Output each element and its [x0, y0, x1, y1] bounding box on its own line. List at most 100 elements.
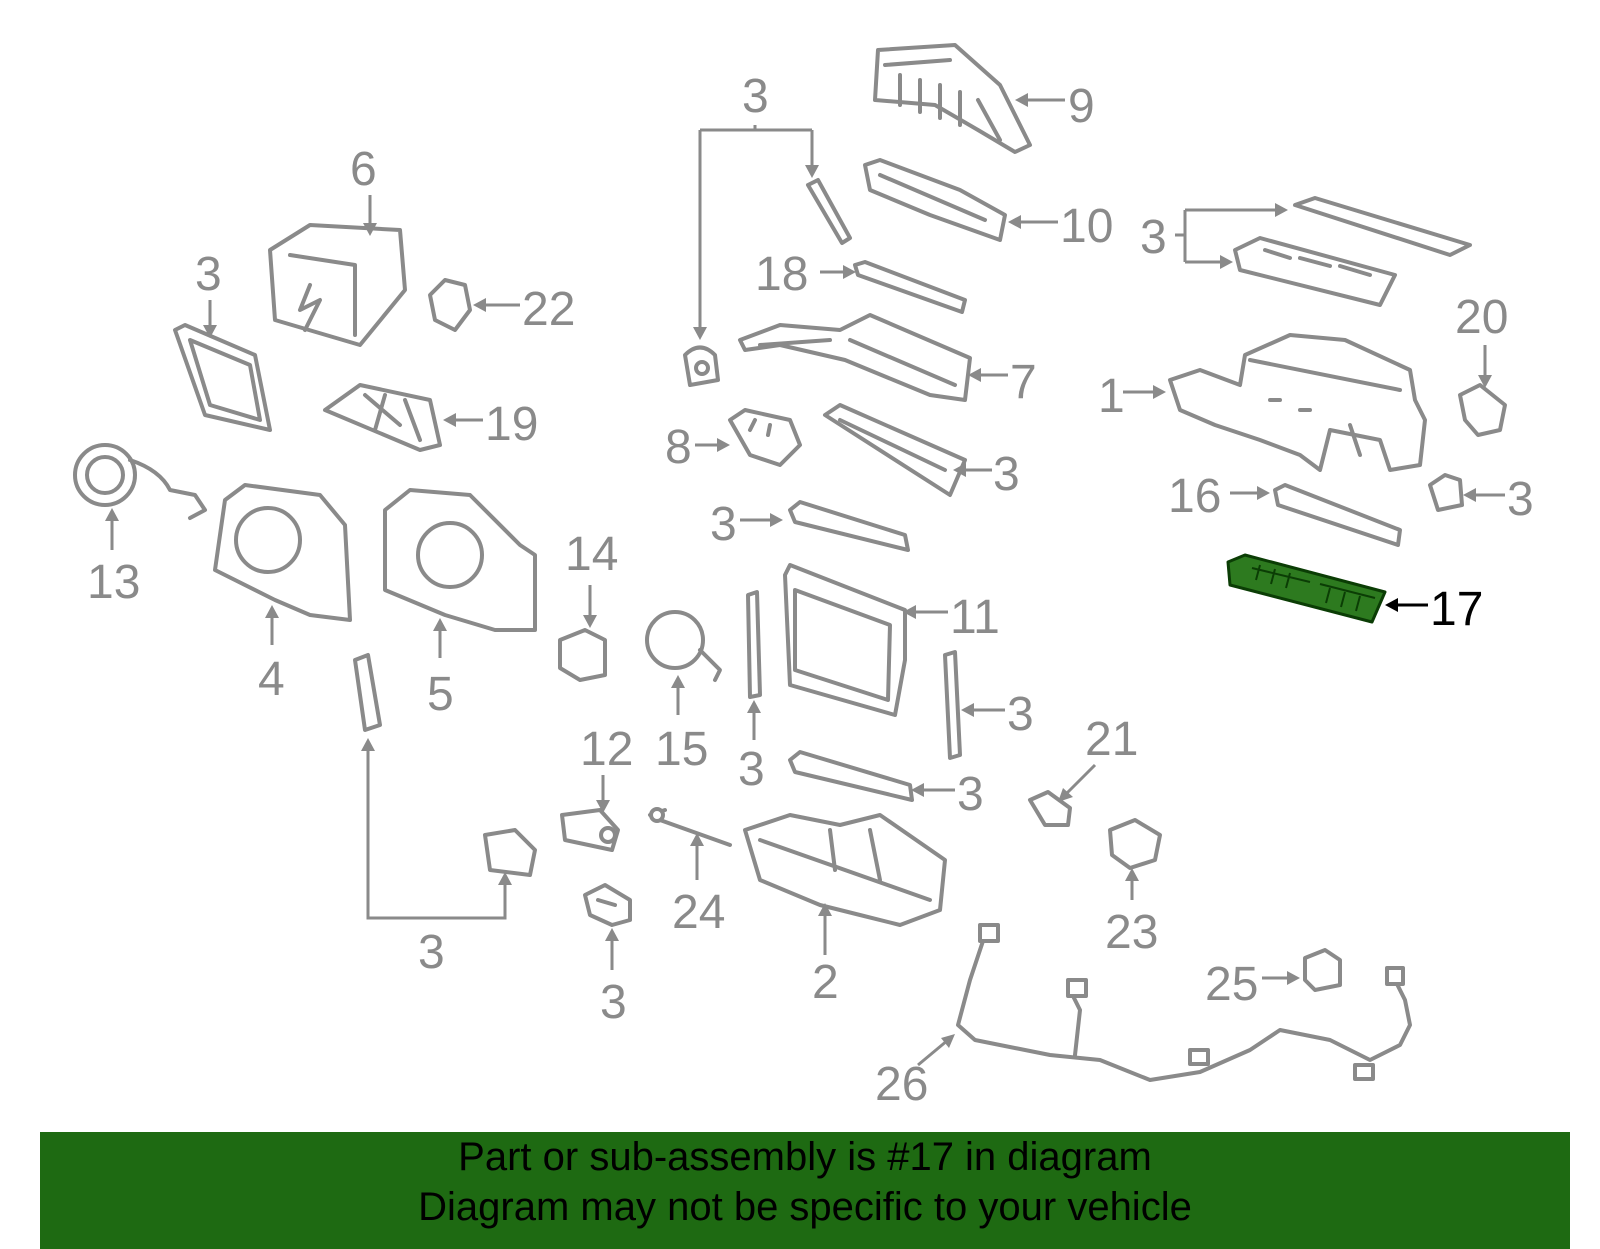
- svg-text:6: 6: [350, 143, 377, 196]
- callout-5: 5: [427, 618, 454, 721]
- callout-8: 8: [665, 421, 730, 474]
- svg-text:15: 15: [655, 723, 708, 776]
- part-3-cover-right[interactable]: [1293, 196, 1472, 257]
- part-16-seal[interactable]: [1273, 483, 1402, 547]
- svg-text:3: 3: [1507, 473, 1534, 526]
- svg-text:4: 4: [258, 653, 285, 706]
- svg-text:26: 26: [875, 1058, 928, 1111]
- part-3-grommet-lower[interactable]: [483, 828, 537, 877]
- part-7-heater-core[interactable]: [738, 313, 972, 402]
- part-3-strip-vertical-left[interactable]: [746, 590, 762, 699]
- svg-text:24: 24: [672, 886, 725, 939]
- callout-22: 22: [473, 283, 575, 336]
- svg-text:3: 3: [600, 976, 627, 1029]
- part-20-sensor[interactable]: [1458, 383, 1507, 437]
- svg-text:1: 1: [1098, 370, 1125, 423]
- part-17-highlighted[interactable]: [1226, 553, 1387, 624]
- svg-text:17: 17: [1430, 583, 1483, 636]
- svg-text:3: 3: [1007, 688, 1034, 741]
- part-2-lower-case[interactable]: [743, 813, 947, 927]
- svg-text:7: 7: [1010, 356, 1037, 409]
- svg-text:3: 3: [195, 248, 222, 301]
- part-13-blower-motor[interactable]: [73, 443, 207, 520]
- callout-3-strip-left: 3: [738, 700, 765, 796]
- callout-15: 15: [655, 675, 708, 776]
- part-8-actuator[interactable]: [728, 408, 802, 467]
- svg-text:16: 16: [1168, 470, 1221, 523]
- part-4-blower-housing[interactable]: [213, 483, 352, 622]
- part-21-switch[interactable]: [1028, 790, 1072, 827]
- part-24-bolt[interactable]: [648, 807, 732, 847]
- part-3-seal-center[interactable]: [788, 500, 910, 552]
- callout-2: 2: [812, 903, 839, 1009]
- callout-3-seal-lower: 3: [911, 768, 984, 821]
- callout-3-filter-left: 3: [195, 248, 222, 338]
- svg-text:9: 9: [1068, 80, 1095, 133]
- part-3-strip-vertical-right[interactable]: [943, 650, 962, 760]
- part-22-sensor[interactable]: [428, 278, 472, 332]
- callout-16: 16: [1168, 470, 1270, 523]
- svg-text:21: 21: [1085, 713, 1138, 766]
- svg-text:11: 11: [950, 591, 1000, 644]
- part-14-actuator[interactable]: [558, 628, 607, 682]
- svg-text:3: 3: [710, 498, 737, 551]
- part-3-filter-right[interactable]: [1233, 236, 1397, 307]
- part-3-strip-top[interactable]: [806, 178, 852, 245]
- svg-text:3: 3: [957, 768, 984, 821]
- svg-text:25: 25: [1205, 958, 1258, 1011]
- callout-18: 18: [755, 248, 856, 301]
- part-3-seal-vertical-left[interactable]: [353, 653, 382, 732]
- part-11-evaporator[interactable]: [783, 563, 907, 717]
- part-9-duct[interactable]: [873, 43, 1032, 154]
- part-3-seal-small-right[interactable]: [1428, 473, 1464, 512]
- part-3-filter-center[interactable]: [823, 403, 967, 497]
- part-18-seal[interactable]: [853, 260, 967, 314]
- callout-3-grommet-bottom: 3: [600, 928, 627, 1029]
- callout-25: 25: [1205, 958, 1300, 1011]
- svg-text:3: 3: [993, 448, 1020, 501]
- part-3-filter-left[interactable]: [173, 323, 272, 432]
- svg-text:20: 20: [1455, 291, 1508, 344]
- callout-24: 24: [672, 833, 725, 939]
- svg-text:10: 10: [1060, 200, 1113, 253]
- svg-text:22: 22: [522, 283, 575, 336]
- part-10-duct[interactable]: [863, 158, 1007, 242]
- callout-19: 19: [443, 398, 538, 451]
- exploded-parts-diagram: 9 10 3 18 7: [73, 43, 1534, 1111]
- svg-text:18: 18: [755, 248, 808, 301]
- callout-14: 14: [565, 528, 618, 628]
- part-23-actuator[interactable]: [1108, 818, 1162, 870]
- callout-3-strip-right: 3: [961, 688, 1034, 741]
- part-6-housing[interactable]: [268, 223, 407, 347]
- svg-text:13: 13: [87, 556, 140, 609]
- callout-6: 6: [350, 143, 377, 236]
- part-3-grommet-bottom[interactable]: [583, 883, 632, 927]
- part-26-wiring-harness[interactable]: [956, 923, 1412, 1082]
- callout-10: 10: [1008, 200, 1113, 253]
- callout-3-seal-center: 3: [710, 498, 783, 551]
- part-3-grommet[interactable]: [683, 345, 720, 387]
- callout-3-bottom-bracket: 3: [361, 738, 512, 979]
- part-25-connector[interactable]: [1303, 948, 1342, 992]
- callout-13: 13: [87, 508, 140, 609]
- svg-text:23: 23: [1105, 906, 1158, 959]
- part-5-blower-case[interactable]: [383, 488, 537, 632]
- callout-20: 20: [1455, 291, 1508, 388]
- callout-3-small-right: 3: [1463, 473, 1534, 526]
- callout-21: 21: [1058, 713, 1138, 802]
- part-3-seal-lower[interactable]: [788, 750, 914, 802]
- part-19-door[interactable]: [323, 383, 442, 452]
- part-12-valve[interactable]: [560, 808, 620, 852]
- callout-9: 9: [1015, 80, 1095, 133]
- svg-text:12: 12: [580, 723, 633, 776]
- part-1-main-case[interactable]: [1168, 333, 1427, 472]
- callout-3-top-bracket: 3: [693, 70, 819, 340]
- svg-text:2: 2: [812, 956, 839, 1009]
- part-15-motor[interactable]: [645, 610, 722, 682]
- callout-17-highlighted: 17: [1385, 583, 1483, 636]
- svg-text:8: 8: [665, 421, 692, 474]
- banner-line-2: Diagram may not be specific to your vehi…: [418, 1185, 1192, 1229]
- svg-text:3: 3: [742, 70, 769, 123]
- banner-line-1: Part or sub-assembly is #17 in diagram: [458, 1135, 1152, 1179]
